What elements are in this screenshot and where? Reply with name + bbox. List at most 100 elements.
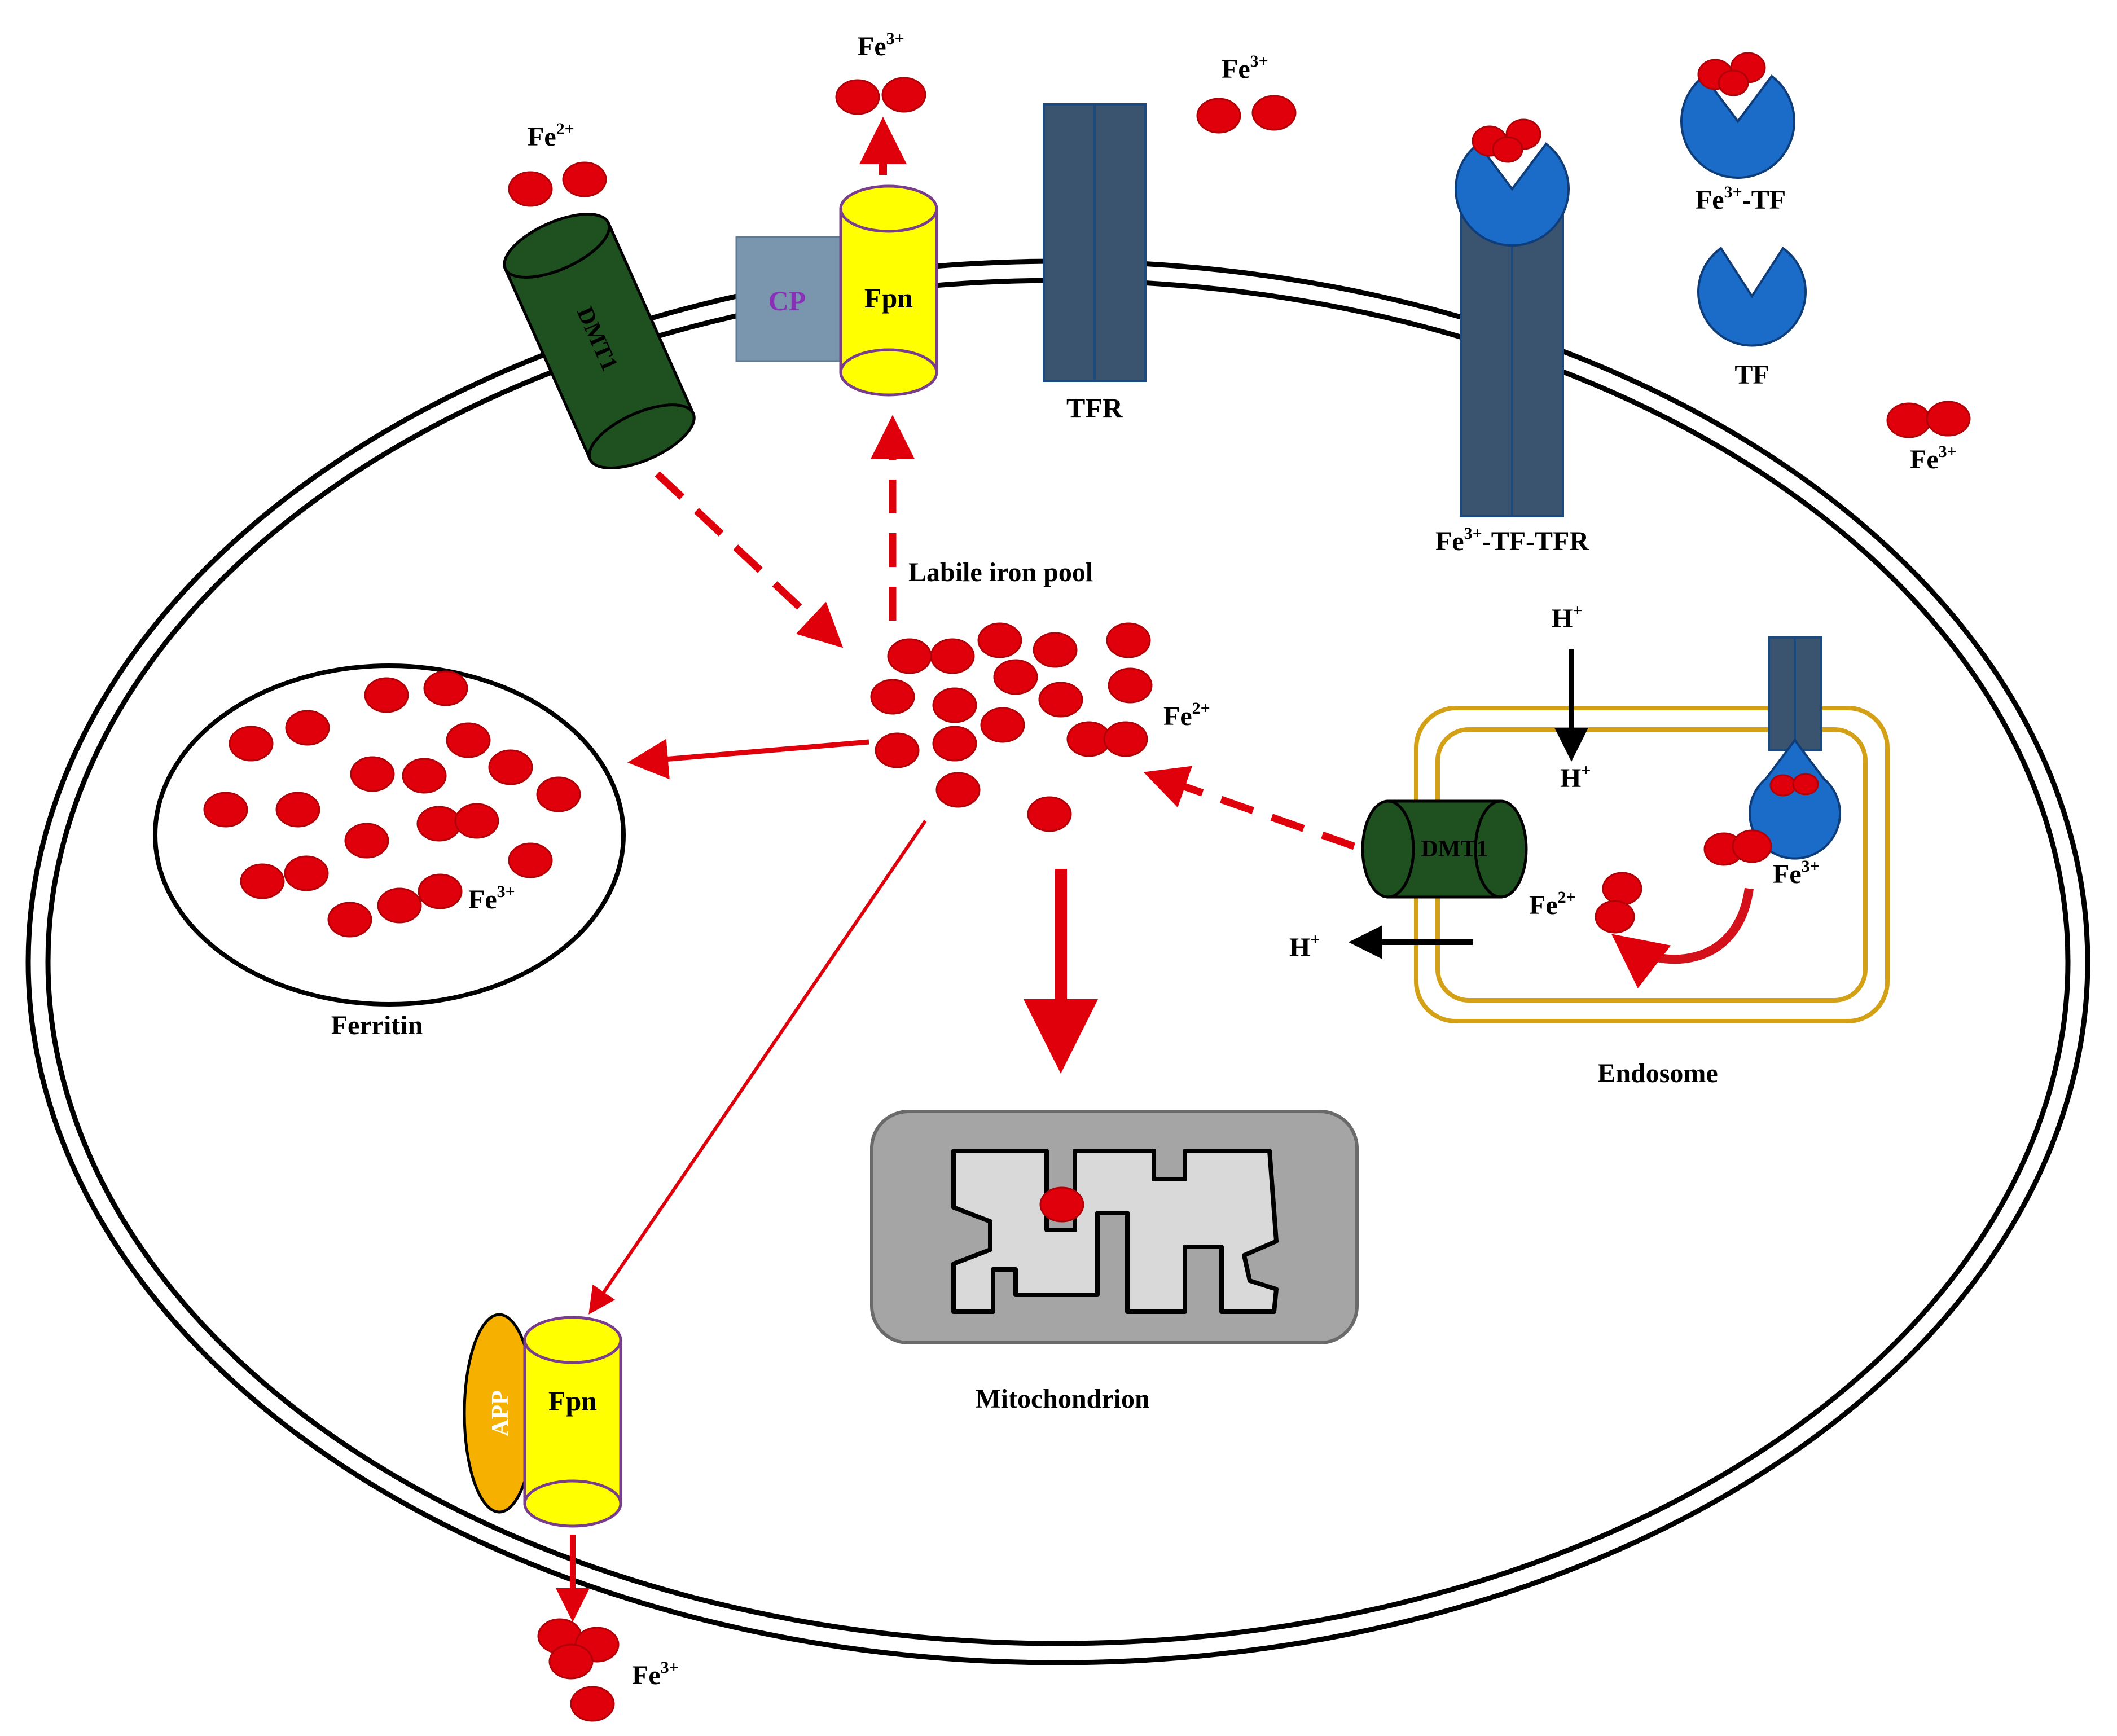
tf-group: TF	[1697, 247, 1807, 390]
fe3-label-top: Fe3+	[858, 29, 904, 61]
fe2-label-top-left: Fe2+	[528, 120, 574, 152]
labile-iron-pool-label: Labile iron pool	[908, 557, 1093, 587]
iron-ion	[835, 79, 880, 115]
iron-ion	[548, 1643, 594, 1680]
iron-ion	[423, 670, 468, 706]
iron-ion	[327, 902, 372, 938]
iron-ion	[887, 638, 932, 674]
ferritin-shell	[153, 663, 626, 1007]
endosome: H+ H+ Fe3+ Fe2+ H+	[1289, 601, 1890, 1023]
iron-ion	[1492, 136, 1523, 163]
iron-ion	[203, 792, 248, 828]
fe3-exported-bottom-group: Fe3+	[537, 1618, 679, 1722]
iron-ion	[1886, 402, 1931, 438]
iron-ion	[881, 77, 926, 113]
iron-ion	[875, 732, 920, 768]
iron-ion	[446, 722, 491, 758]
fpn-label-bottom: Fpn	[548, 1385, 597, 1417]
iron-ion	[1038, 682, 1083, 718]
iron-ion	[977, 622, 1022, 658]
iron-ion	[980, 707, 1025, 743]
iron-ion	[284, 855, 329, 891]
iron-ion	[1602, 872, 1642, 906]
fe3-label-bottom: Fe3+	[632, 1658, 679, 1690]
h-label-endosome-out: H+	[1289, 930, 1320, 963]
fe3-label-top-middle: Fe3+	[1222, 52, 1268, 84]
mitochondrion-outer	[870, 1110, 1359, 1344]
iron-ion	[508, 171, 553, 207]
iron-ion	[1732, 829, 1772, 863]
transferrin-receptor: TFR	[1043, 103, 1147, 424]
fe3-label-right: Fe3+	[1910, 442, 1957, 474]
iron-ion	[1595, 900, 1635, 934]
iron-ion	[536, 776, 581, 812]
mitochondrion	[870, 1110, 1359, 1344]
endosome-dmt1-to-pool-arrow	[1143, 766, 1356, 850]
iron-ion	[570, 1686, 615, 1722]
amyloid-precursor-protein: APP	[463, 1313, 536, 1514]
fpn-label-top: Fpn	[864, 282, 913, 314]
iron-ion	[344, 823, 389, 859]
ceruloplasmin: CP	[735, 236, 847, 362]
reduction-arrow	[1611, 887, 1754, 988]
fe3-free-right-group: Fe3+	[1886, 401, 1971, 474]
transferrin-empty	[1697, 247, 1807, 347]
fe3-free-top-group: Fe3+	[1196, 52, 1297, 134]
iron-ion	[229, 726, 274, 762]
app-label: APP	[487, 1390, 513, 1436]
fe2-label-pool: Fe2+	[1163, 699, 1210, 731]
dmt1-transporter-endosome: DMT1	[1361, 799, 1528, 899]
labile-iron-pool	[870, 622, 1153, 832]
h-label-endosome-in-top: H+	[1552, 601, 1582, 634]
iron-ion	[285, 710, 330, 746]
fe3-exported-top-group: Fe3+	[835, 29, 926, 115]
iron-ion	[1103, 721, 1148, 757]
dmt1-to-pool-arrow	[655, 471, 844, 648]
iron-ion	[1108, 667, 1153, 704]
iron-ion	[1251, 95, 1297, 131]
fe3-tf-tfr-complex: Fe3+-TF-TFR	[1435, 118, 1589, 556]
iron-ion	[562, 161, 607, 197]
iron-ion	[488, 749, 533, 785]
iron-ion	[930, 638, 975, 674]
iron-ion	[508, 842, 553, 878]
ferroportin-top: Fpn	[839, 184, 938, 397]
iron-ion	[1718, 69, 1749, 96]
fe3-tf-tfr-label: Fe3+-TF-TFR	[1435, 524, 1589, 556]
iron-ion	[275, 792, 320, 828]
iron-ion	[1769, 774, 1797, 797]
endosome-label: Endosome	[1597, 1058, 1718, 1088]
fe3-tf-group: Fe3+-TF	[1680, 52, 1795, 215]
fe2-label-endosome: Fe2+	[1529, 888, 1576, 920]
fe2-extracellular-group: Fe2+	[508, 120, 607, 207]
iron-ion	[1106, 622, 1151, 658]
dmt1-label-endosome: DMT1	[1421, 836, 1488, 862]
pool-to-ferritin-arrow	[627, 739, 869, 780]
iron-ion	[364, 677, 409, 713]
iron-ion	[935, 772, 981, 808]
iron-ion	[1792, 773, 1819, 796]
tf-label: TF	[1734, 360, 1769, 390]
tfr-label: TFR	[1066, 392, 1123, 424]
iron-ion	[1196, 98, 1241, 134]
iron-ion	[932, 687, 977, 723]
fe3-label-ferritin: Fe3+	[468, 882, 515, 915]
ferroportin-bottom: Fpn	[523, 1316, 622, 1528]
iron-ion	[377, 887, 422, 924]
mitochondrion-label: Mitochondrion	[975, 1384, 1149, 1414]
mitochondrion-cristae	[951, 1149, 1279, 1314]
transferrin-loaded	[1680, 74, 1795, 179]
transferrin-loaded	[1455, 142, 1570, 247]
iron-ion	[402, 758, 447, 794]
iron-ion	[1926, 401, 1971, 437]
iron-ion	[240, 863, 285, 899]
iron-ion	[993, 659, 1038, 695]
iron-ion	[1033, 632, 1078, 668]
iron-ion	[454, 803, 499, 839]
pool-to-fpn-bottom-arrow	[588, 820, 927, 1315]
h-label-endosome-in: H+	[1560, 761, 1591, 793]
iron-ion	[932, 726, 977, 762]
iron-ion	[1027, 796, 1072, 832]
